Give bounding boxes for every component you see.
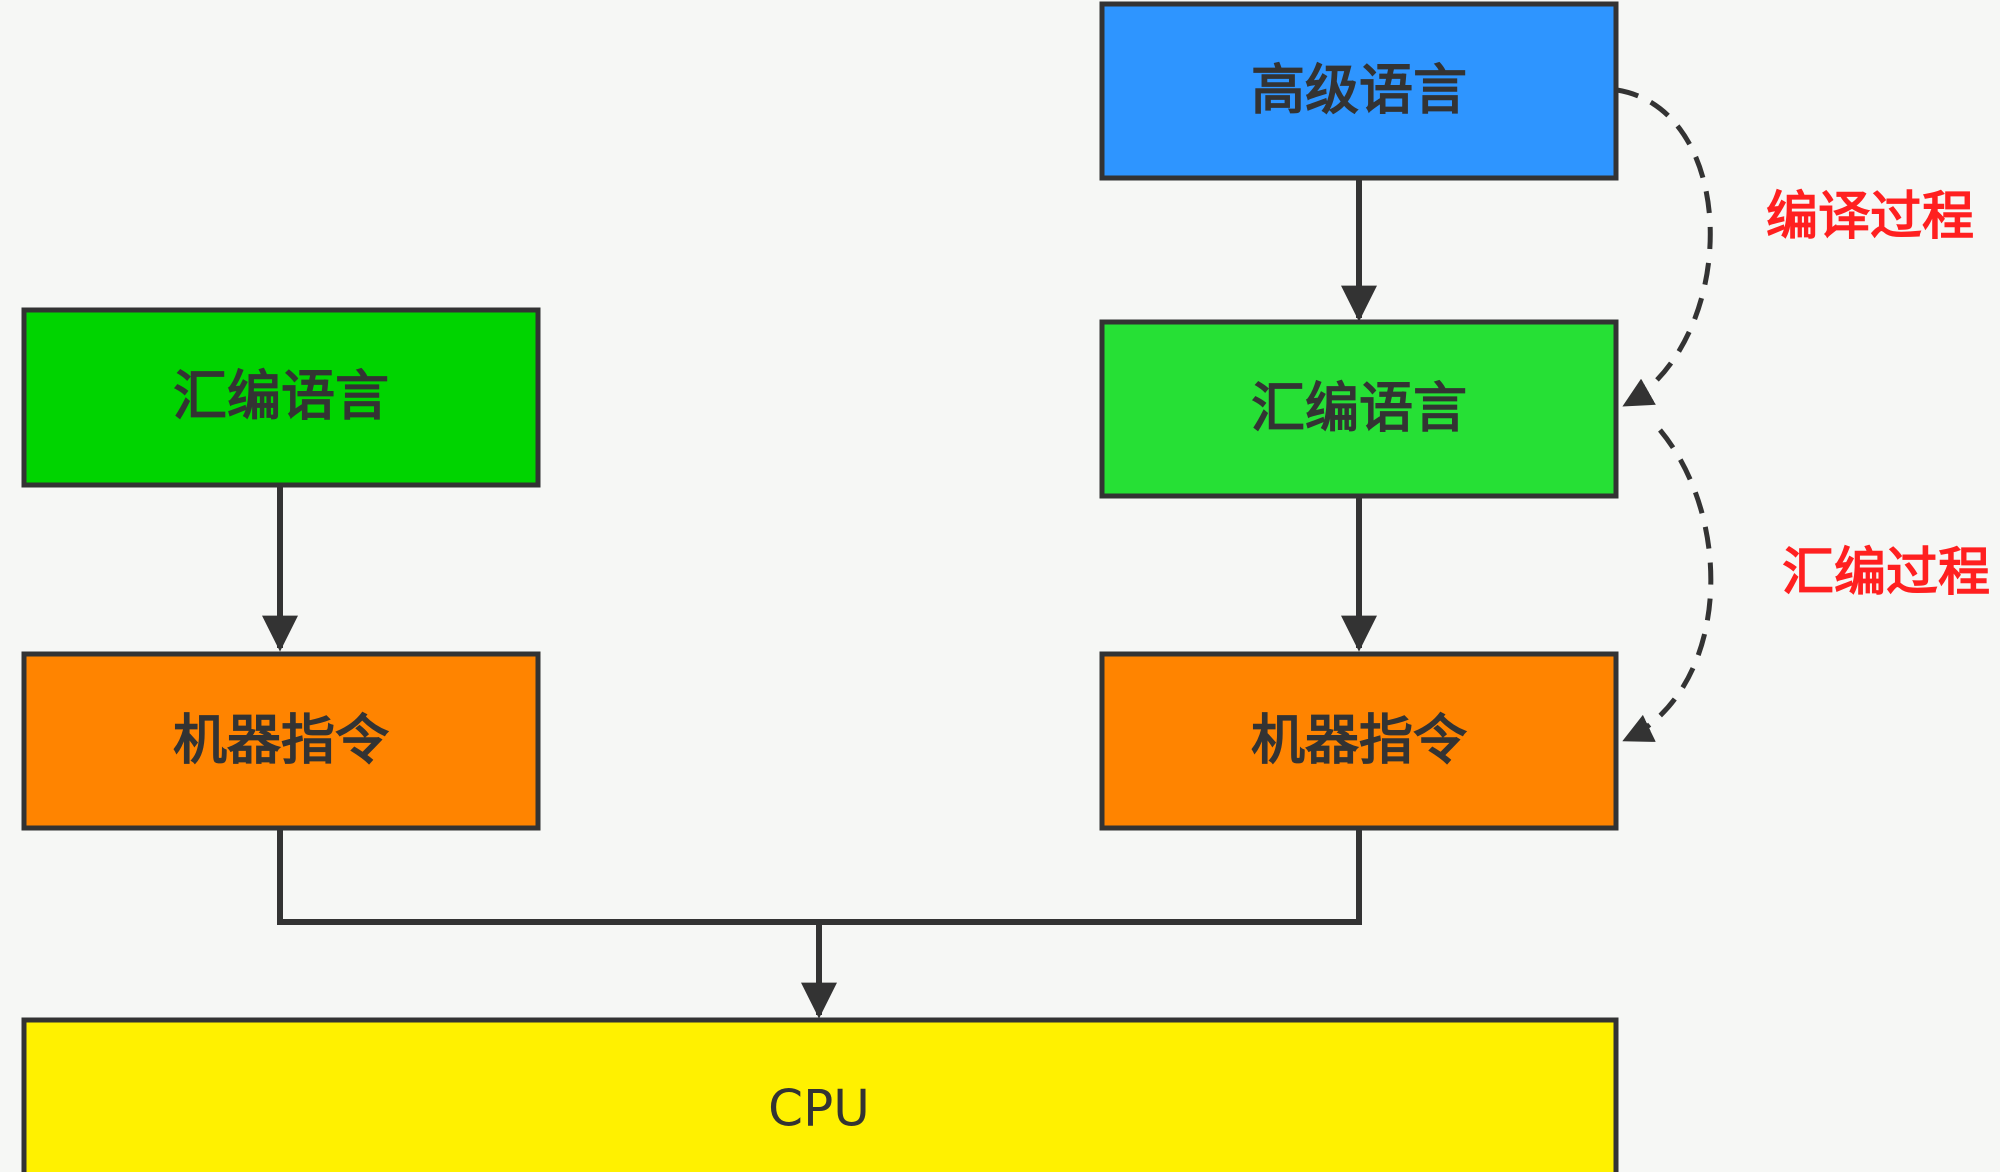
cpu-rect	[21, 1017, 1619, 1172]
right-assembly-label: 汇编语言	[1251, 377, 1467, 440]
left-assembly-rect	[21, 307, 541, 488]
connector-lines	[262, 178, 1377, 1019]
left-machine-box: 机器指令	[21, 651, 541, 831]
right-high-level-label: 高级语言	[1251, 59, 1467, 122]
assemble-process-curve	[1622, 428, 1714, 743]
compile-process-label: 编译过程	[1766, 187, 1974, 247]
left-machine-rect	[21, 651, 541, 831]
left-assembly-box: 汇编语言	[21, 307, 541, 488]
cpu-box: CPU	[21, 1017, 1619, 1172]
right-machine-box: 机器指令	[1099, 651, 1619, 831]
left-machine-label: 机器指令	[173, 709, 390, 772]
right-machine-label: 机器指令	[1251, 709, 1468, 772]
right-high-level-rect	[1099, 1, 1619, 181]
merge-line-to-cpu	[277, 828, 1362, 925]
compile-process-curve	[1616, 87, 1713, 408]
left-assembly-label: 汇编语言	[173, 365, 389, 428]
right-high-level-box: 高级语言	[1099, 1, 1619, 181]
assemble-process-label: 汇编过程	[1782, 543, 1990, 603]
cpu-label: CPU	[768, 1080, 870, 1138]
right-assembly-rect	[1099, 319, 1619, 499]
process-curves	[1616, 87, 1714, 743]
right-machine-rect	[1099, 651, 1619, 831]
right-assembly-box: 汇编语言	[1099, 319, 1619, 499]
